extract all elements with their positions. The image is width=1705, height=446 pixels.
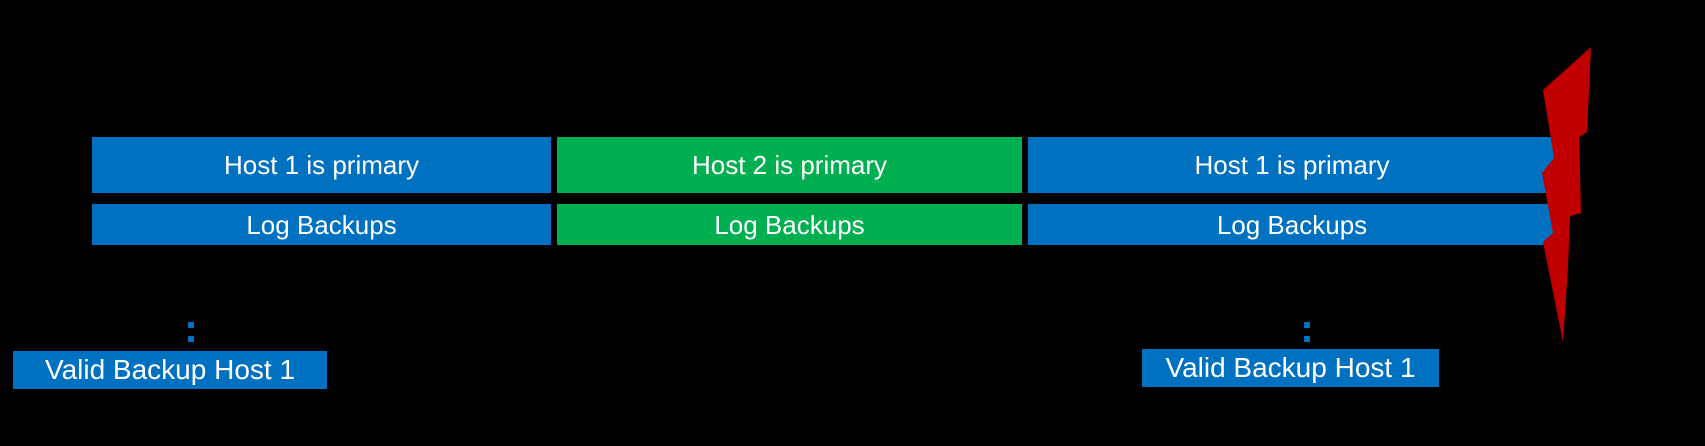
bar-host1-primary-second: Host 1 is primary	[1028, 137, 1556, 193]
valid-backup-label-first: Valid Backup Host 1	[13, 351, 327, 389]
connector-dot	[1304, 322, 1310, 328]
bar-host2-primary: Host 2 is primary	[557, 137, 1022, 193]
valid-backup-label-second: Valid Backup Host 1	[1142, 349, 1439, 387]
dotted-connector-second	[1304, 322, 1310, 342]
bar-log-backups-host1-second: Log Backups	[1028, 204, 1556, 245]
bar-log-backups-host2: Log Backups	[557, 204, 1022, 245]
bar-log-backups-host1-first: Log Backups	[92, 204, 551, 245]
connector-dot	[1304, 336, 1310, 342]
dotted-connector-first	[188, 322, 194, 342]
bar-host1-primary-first: Host 1 is primary	[92, 137, 551, 193]
lightning-bolt-icon	[1542, 47, 1591, 342]
connector-dot	[188, 336, 194, 342]
connector-dot	[188, 322, 194, 328]
